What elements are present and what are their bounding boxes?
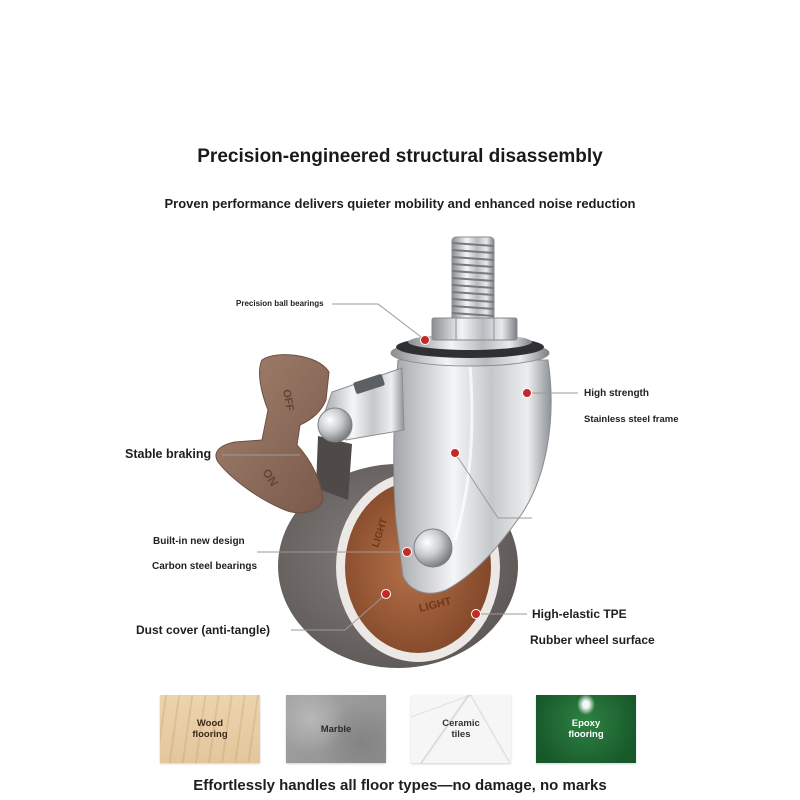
footer-tagline: Effortlessly handles all floor types—no …	[193, 777, 607, 794]
thread-line	[451, 298, 495, 303]
callout-stainless-frame: Stainless steel frame	[584, 414, 679, 425]
leader-ball-bearings	[332, 303, 426, 341]
floor-tile-label: Ceramic tiles	[442, 718, 480, 740]
thread-line	[451, 277, 495, 282]
dot-dust-cover	[381, 589, 391, 599]
floor-tile-label: Marble	[320, 723, 352, 735]
dot-high-strength	[522, 388, 532, 398]
page-title: Precision-engineered structural disassem…	[197, 146, 603, 167]
callout-dots	[381, 335, 532, 619]
leader-frame	[454, 452, 532, 519]
floor-tile-label: Wood flooring	[192, 718, 228, 740]
callout-high-strength: High strength	[584, 388, 649, 399]
brake-shadow	[316, 436, 352, 500]
floor-tile-wood: Wood flooring	[160, 695, 260, 763]
callout-rubber-surface: Rubber wheel surface	[530, 633, 655, 647]
dot-tpe	[471, 609, 481, 619]
floor-tile-ceramic: Ceramic tiles	[411, 695, 511, 763]
axle-bolt	[413, 528, 453, 568]
callout-stable-braking: Stable braking	[125, 447, 212, 461]
brake-bracket-slot	[353, 374, 385, 394]
thread-line	[451, 312, 495, 317]
hex-nut-facets	[455, 318, 495, 340]
floor-tile-epoxy: Epoxy flooring	[536, 695, 636, 763]
thread-line	[451, 249, 495, 254]
fork-edge-highlight	[453, 364, 474, 541]
dot-frame	[450, 448, 460, 458]
hex-nut	[431, 317, 518, 341]
dot-built-in	[402, 547, 412, 557]
brake-pedal	[215, 354, 330, 514]
brake-off-label: OFF	[280, 388, 296, 412]
thread-line	[451, 263, 495, 268]
floor-tile-label: Epoxy flooring	[568, 718, 604, 740]
callout-dust-cover: Dust cover (anti-tangle)	[136, 623, 271, 637]
stem-threads	[451, 242, 495, 317]
floor-tile-marble: Marble	[286, 695, 386, 763]
brake-pivot-knob	[317, 407, 353, 443]
thread-line	[451, 270, 495, 275]
callout-tpe: High-elastic TPE	[532, 607, 627, 621]
page-subtitle: Proven performance delivers quieter mobi…	[164, 196, 636, 211]
callout-lines	[222, 303, 578, 631]
thread-line	[451, 242, 495, 247]
callout-carbon-bearings: Carbon steel bearings	[152, 561, 258, 572]
dot-ball-bearings	[420, 335, 430, 345]
callout-built-in-design: Built-in new design	[153, 536, 245, 547]
thread-line	[451, 305, 495, 310]
leader-dust-cover	[291, 593, 387, 631]
thread-line	[451, 256, 495, 261]
thread-line	[451, 291, 495, 296]
thread-line	[451, 284, 495, 289]
callout-ball-bearings: Precision ball bearings	[236, 299, 324, 308]
